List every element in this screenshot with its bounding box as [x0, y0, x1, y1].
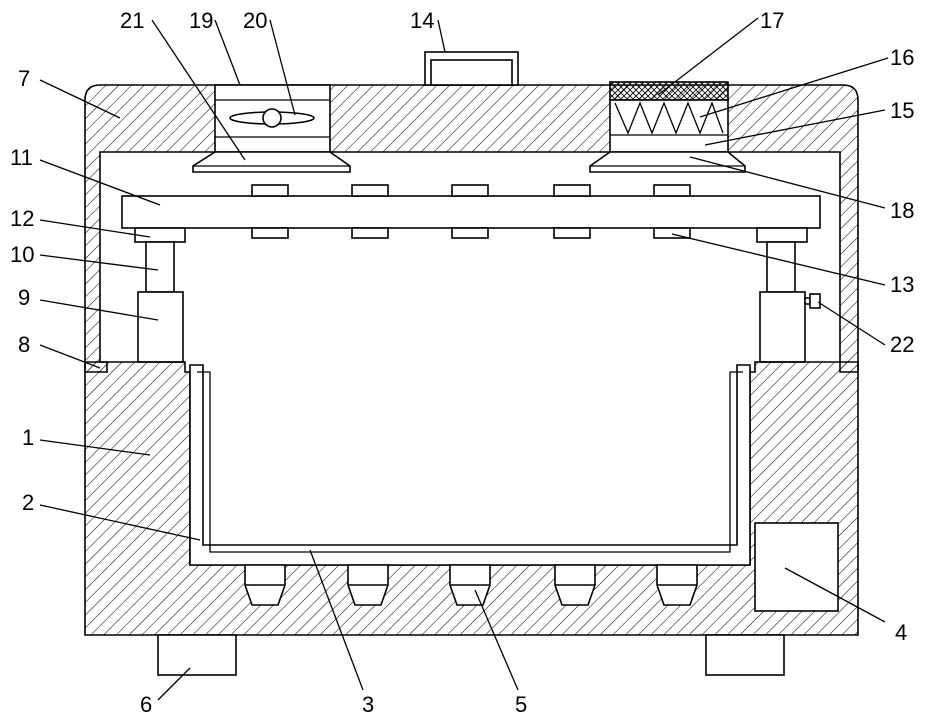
controller-box — [755, 523, 838, 611]
label-10: 10 — [10, 242, 34, 267]
label-6: 6 — [140, 692, 152, 717]
pressing-plate — [122, 196, 820, 228]
label-22: 22 — [890, 332, 914, 357]
label-20: 20 — [243, 8, 267, 33]
guide-block — [352, 185, 388, 196]
right-foot — [706, 635, 784, 675]
label-14: 14 — [410, 8, 434, 33]
right-mount-block — [757, 228, 807, 242]
guide-block — [452, 185, 488, 196]
left-mount-block — [135, 228, 185, 242]
label-3: 3 — [362, 692, 374, 717]
label-8: 8 — [18, 332, 30, 357]
label-5: 5 — [515, 692, 527, 717]
label-13: 13 — [890, 272, 914, 297]
guide-block — [352, 228, 388, 238]
liner — [190, 365, 750, 565]
label-19: 19 — [189, 8, 213, 33]
guide-block — [554, 185, 590, 196]
right-hood — [590, 152, 745, 172]
right-piston-rod — [767, 242, 795, 292]
heater — [450, 565, 490, 605]
left-foot — [158, 635, 236, 675]
heater — [657, 565, 697, 605]
label-2: 2 — [22, 490, 34, 515]
left-hood — [193, 152, 350, 172]
left-cylinder — [138, 292, 183, 362]
guide-block — [252, 185, 288, 196]
label-12: 12 — [10, 206, 34, 231]
filter — [610, 82, 728, 100]
label-17: 17 — [760, 8, 784, 33]
heater — [348, 565, 388, 605]
left-piston-rod — [146, 242, 174, 292]
guide-block — [252, 228, 288, 238]
guide-block — [554, 228, 590, 238]
label-4: 4 — [895, 620, 907, 645]
heater — [245, 565, 285, 605]
label-9: 9 — [18, 285, 30, 310]
label-11: 11 — [10, 145, 33, 170]
right-cylinder — [760, 292, 805, 362]
label-21: 21 — [120, 8, 144, 33]
label-18: 18 — [890, 198, 914, 223]
label-7: 7 — [18, 66, 30, 91]
label-16: 16 — [890, 45, 914, 70]
valve — [810, 294, 820, 308]
guide-block — [654, 185, 690, 196]
label-1: 1 — [22, 425, 34, 450]
label-15: 15 — [890, 98, 914, 123]
guide-block — [452, 228, 488, 238]
heater — [555, 565, 595, 605]
